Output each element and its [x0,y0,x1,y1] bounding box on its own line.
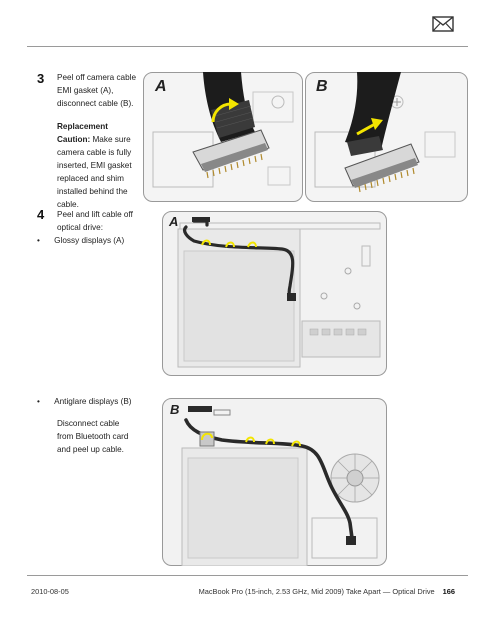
step-4-line: Peel and lift cable off [57,210,133,219]
mail-icon[interactable] [432,16,454,32]
step-4-instructions: Peel and lift cable off optical drive: [57,208,142,234]
caution-line: cable. [57,200,79,209]
bullet-glossy-label: Glossy displays (A) [54,236,125,245]
bullet-dot: • [37,236,40,245]
bullet-antiglare-label: Antiglare displays (B) [54,397,132,406]
step-3-line: EMI gasket (A), [57,86,114,95]
bluetooth-instructions: Disconnect cable from Bluetooth card and… [57,417,142,456]
figure-label-a: A [155,78,167,95]
figure-label-b: B [316,78,328,95]
bluetooth-line: Disconnect cable [57,419,120,428]
bluetooth-line: and peel up cable. [57,445,124,454]
bullet-glossy: • Glossy displays (A) [37,234,124,247]
footer-rule [27,575,468,576]
footer-title-block: MacBook Pro (15-inch, 2.53 GHz, Mid 2009… [199,587,455,596]
page-number: 166 [442,587,455,596]
caution-line: inserted, EMI gasket [57,161,132,170]
footer-date: 2010-08-05 [31,587,69,596]
caution-line: camera cable is fully [57,148,132,157]
step-3-number: 3 [37,71,45,86]
caution-line: replaced and shim [57,174,124,183]
bullet-antiglare: • Antiglare displays (B) [37,395,132,408]
top-rule [27,46,468,47]
caution-line: installed behind the [57,187,128,196]
bluetooth-line: from Bluetooth card [57,432,129,441]
step-3-line: disconnect cable (B). [57,99,134,108]
step-4-number: 4 [37,207,45,222]
footer-title: MacBook Pro (15-inch, 2.53 GHz, Mid 2009… [198,587,435,596]
caution-line: Make sure [90,135,131,144]
caution-word: Caution: [57,135,91,144]
step-3-figure-a: A [143,72,303,202]
figure-label-a: A [169,214,179,229]
step-3-line: Peel off camera cable [57,73,137,82]
step-4-figure-a: A [162,211,387,376]
step-3-figure-b: B [305,72,468,202]
bullet-dot: • [37,397,40,406]
caution-title: Replacement [57,122,108,131]
step-4-figure-b: B [162,398,387,566]
step-4-line: optical drive: [57,223,103,232]
figure-label-b: B [170,402,180,417]
step-3-instructions: Peel off camera cable EMI gasket (A), di… [57,71,137,211]
